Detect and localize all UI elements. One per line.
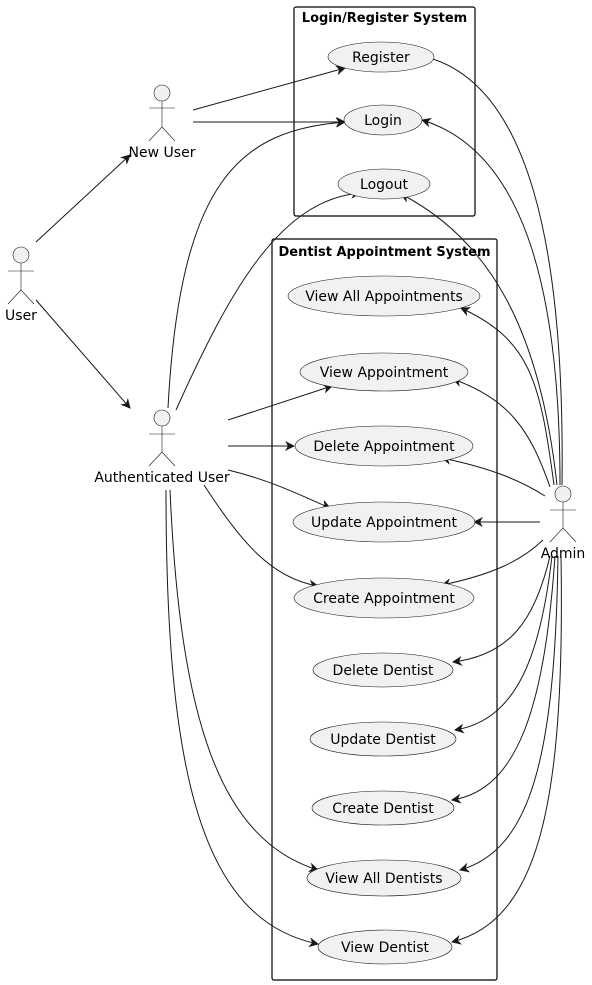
edge-new-user-register [192,65,346,111]
use-case-delete-dentist: Delete Dentist [312,652,454,688]
edge-admin-update-dentist [454,555,553,734]
actor-label: User [5,308,37,324]
use-case-view-all-appointments: View All Appointments [287,275,481,317]
use-case-update-appointment: Update Appointment [292,501,476,543]
use-case-update-dentist: Update Dentist [309,721,457,757]
use-case-label: Login [364,113,402,129]
edge-admin-logout [400,193,558,486]
edge-auth-view-all-dentists [169,489,319,873]
actor-admin: Admin [541,485,586,562]
use-case-view-dentist: View Dentist [317,929,453,965]
actor-new-user: New User [129,84,196,161]
edge-auth-create-appointment [203,484,319,590]
use-case-logout: Logout [337,168,431,200]
edge-auth-update-appointment [227,469,331,510]
actor-icon [7,246,35,305]
use-case-register: Register [327,41,435,73]
actor-label: New User [129,145,196,161]
edge-auth-view-dentist [165,489,319,948]
actor-icon [549,485,577,543]
use-case-label: View All Appointments [305,289,463,305]
actor-icon [148,409,176,467]
edge-user-authenticated-user [35,299,131,409]
edge-auth-logout [175,188,361,411]
use-case-label: Create Dentist [332,801,434,817]
actor-label: Admin [541,546,586,562]
edge-admin-view-appointment [452,377,551,488]
use-case-label: Delete Dentist [333,663,434,679]
edge-admin-view-dentist [451,555,562,945]
use-case-label: Update Dentist [330,732,436,748]
use-case-label: View Appointment [320,365,449,381]
use-case-label: Delete Appointment [313,439,455,455]
use-case-create-dentist: Create Dentist [311,790,455,826]
use-case-login: Login [343,104,423,136]
edge-admin-view-all-appointments [460,307,555,486]
use-case-label: Register [352,50,410,66]
edge-user-new-user [35,154,131,243]
edge-admin-login [421,117,561,486]
use-case-label: Update Appointment [311,515,457,531]
edge-admin-register [421,53,563,486]
actor-label: Authenticated User [94,470,230,486]
edge-auth-login [167,117,346,409]
package-title-login-register: Login/Register System [302,11,467,26]
use-case-view-appointment: View Appointment [299,352,469,392]
package-title-dentist-appointment: Dentist Appointment System [278,245,490,260]
use-case-view-all-dentists: View All Dentists [306,859,462,897]
use-case-create-appointment: Create Appointment [293,577,475,619]
edge-admin-view-all-dentists [459,555,559,873]
actor-icon [148,84,176,142]
edge-admin-create-appointment [441,539,544,589]
edge-auth-view-appointment [227,384,333,421]
edge-admin-delete-appointment [441,454,546,497]
use-case-label: Logout [360,177,408,193]
actor-authenticated-user: Authenticated User [94,409,230,486]
actor-user: User [5,246,37,324]
use-case-delete-appointment: Delete Appointment [294,425,474,467]
edge-admin-create-dentist [451,555,556,804]
use-case-label: View All Dentists [325,871,442,887]
edge-admin-delete-dentist [452,555,551,666]
use-case-label: View Dentist [341,940,430,956]
use-case-label: Create Appointment [313,591,455,607]
edges [35,53,563,948]
